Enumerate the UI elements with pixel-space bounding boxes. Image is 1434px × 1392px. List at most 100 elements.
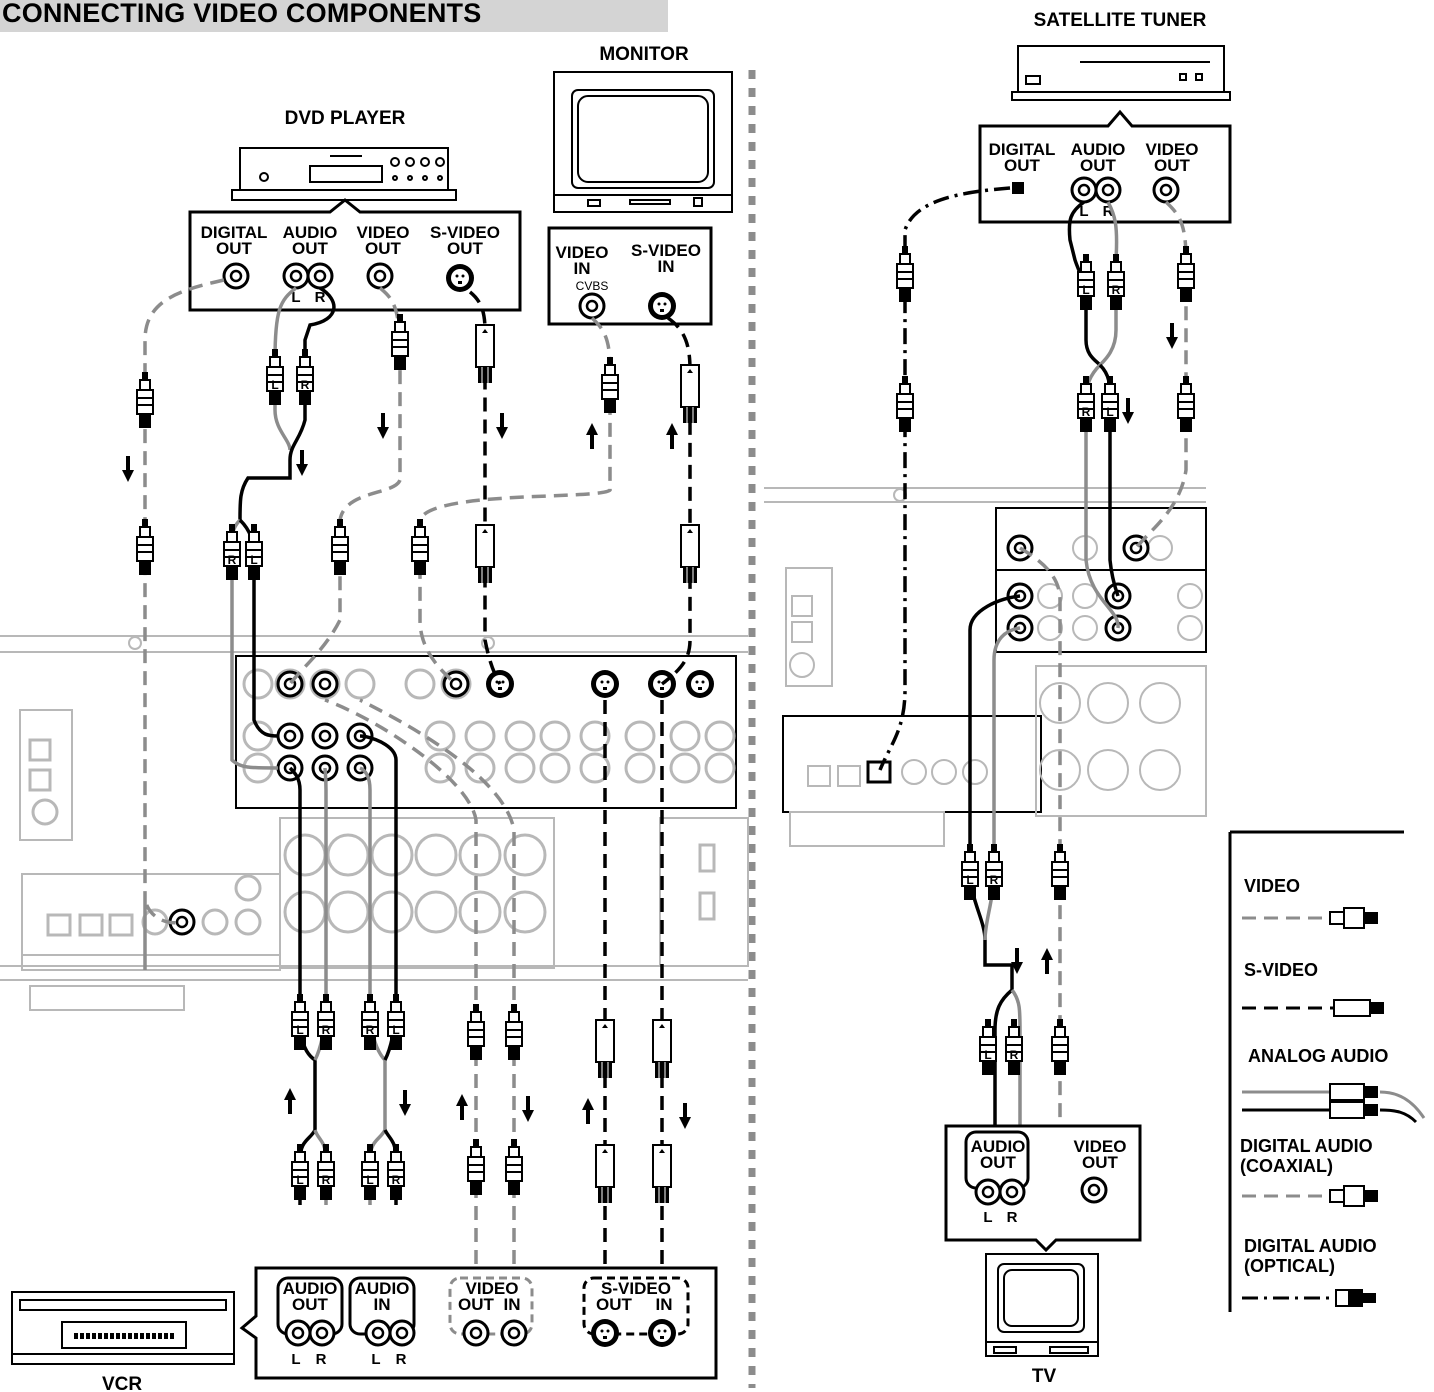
legend-svideo: S-VIDEO [1244, 960, 1318, 980]
svg-text:R: R [1010, 1048, 1019, 1062]
svg-text:DIGITAL: DIGITAL [989, 140, 1056, 159]
svg-text:OUT: OUT [365, 239, 402, 258]
dvd-player-device [231, 147, 457, 201]
tv-arrows [1011, 948, 1053, 974]
satellite-jacks [1012, 176, 1180, 204]
svg-text:L: L [271, 378, 278, 392]
svg-text:R: R [322, 1173, 331, 1187]
vcr-direction-arrows [284, 1088, 691, 1129]
svg-text:OUT: OUT [1082, 1153, 1119, 1172]
monitor-jack-labels: VIDEO IN CVBS S-VIDEO IN [556, 241, 701, 293]
svg-text:L: L [250, 553, 257, 567]
svg-text:R: R [228, 553, 237, 567]
dvd-jack-panel [188, 198, 522, 312]
legend-analog-audio: ANALOG AUDIO [1248, 1046, 1388, 1066]
svg-text:IN: IN [656, 1295, 673, 1314]
svg-text:L: L [966, 873, 973, 887]
svg-text:AUDIO: AUDIO [283, 223, 338, 242]
svg-text:L: L [392, 1023, 399, 1037]
receiver-active-jacks-right [866, 534, 1150, 784]
satellite-plugs: L R R L [896, 245, 1195, 433]
satellite-jack-labels: DIGITAL OUT AUDIO OUT VIDEO OUT L R [989, 140, 1199, 220]
dvd-plugs [136, 313, 700, 584]
svg-text:OUT: OUT [1080, 156, 1117, 175]
svg-text:IN: IN [504, 1295, 521, 1314]
svg-text:IN: IN [658, 257, 675, 276]
svg-text:OUT: OUT [447, 239, 484, 258]
satellite-cables [878, 186, 1188, 771]
svg-text:AUDIO: AUDIO [1071, 140, 1126, 159]
dvd-cables [143, 278, 692, 970]
svg-text:R: R [1082, 405, 1091, 419]
svg-text:R: R [1007, 1209, 1018, 1226]
svg-text:VIDEO: VIDEO [1146, 140, 1199, 159]
satellite-tuner-label: SATELLITE TUNER [1034, 10, 1207, 31]
svg-text:R: R [366, 1023, 375, 1037]
svg-text:VIDEO: VIDEO [466, 1279, 519, 1298]
legend-digital-coax-2: (COAXIAL) [1240, 1156, 1333, 1176]
tv-label: TV [1032, 1366, 1057, 1387]
monitor-label: MONITOR [599, 44, 689, 65]
svg-text:OUT: OUT [1004, 156, 1041, 175]
svg-text:R: R [990, 873, 999, 887]
svg-text:OUT: OUT [292, 1295, 329, 1314]
legend-digital-optical-2: (OPTICAL) [1244, 1256, 1335, 1276]
svg-text:R: R [301, 378, 310, 392]
svg-text:VIDEO: VIDEO [357, 223, 410, 242]
svg-text:R: R [322, 1023, 331, 1037]
svg-text:OUT: OUT [980, 1153, 1017, 1172]
tv-jack-panel [944, 1124, 1142, 1253]
svg-text:R: R [396, 1351, 407, 1368]
svg-text:S-VIDEO: S-VIDEO [631, 241, 701, 260]
svg-text:AUDIO: AUDIO [971, 1137, 1026, 1156]
vcr-jack-labels: AUDIO OUT AUDIO IN VIDEO OUT IN S-VIDEO … [283, 1279, 673, 1368]
page-title: CONNECTING VIDEO COMPONENTS [2, 0, 482, 28]
legend: VIDEO S-VIDEO ANALOG AUDIO DIGITAL AUDIO… [1228, 830, 1426, 1312]
monitor-jack-panel [547, 226, 713, 326]
vcr-plugs [291, 993, 672, 1204]
svg-text:L: L [296, 1173, 303, 1187]
receiver-jacks-left [28, 668, 736, 937]
svg-text:VIDEO: VIDEO [1074, 1137, 1127, 1156]
vcr-plug-letters: L R R L L R L R [296, 1023, 400, 1187]
svg-text:S-VIDEO: S-VIDEO [430, 223, 500, 242]
legend-digital-optical-1: DIGITAL AUDIO [1244, 1236, 1377, 1256]
svg-text:OUT: OUT [596, 1295, 633, 1314]
svg-text:R: R [1112, 283, 1121, 297]
svg-text:CVBS: CVBS [576, 279, 609, 293]
svg-text:L: L [371, 1351, 380, 1368]
svg-text:IN: IN [374, 1295, 391, 1314]
dvd-jack-labels: DIGITAL OUT AUDIO OUT VIDEO OUT S-VIDEO … [201, 223, 500, 306]
svg-text:S-VIDEO: S-VIDEO [601, 1279, 671, 1298]
legend-video: VIDEO [1244, 876, 1300, 896]
svg-text:R: R [315, 289, 326, 306]
monitor-video-in-jack [578, 292, 606, 320]
satellite-arrows [1122, 323, 1178, 424]
svg-text:L: L [1079, 203, 1088, 220]
svg-text:DIGITAL: DIGITAL [201, 223, 268, 242]
svg-text:L: L [983, 1209, 992, 1226]
dvd-player-label: DVD PLAYER [285, 108, 406, 129]
svg-text:OUT: OUT [292, 239, 329, 258]
satellite-tuner-device [1011, 45, 1231, 101]
svg-text:R: R [1103, 203, 1114, 220]
svg-text:L: L [1082, 283, 1089, 297]
svg-text:OUT: OUT [1154, 156, 1191, 175]
svg-text:R: R [392, 1173, 401, 1187]
svg-text:IN: IN [574, 259, 591, 278]
plug-letter-labels: L R R L [228, 378, 310, 567]
title-bar: CONNECTING VIDEO COMPONENTS [0, 0, 668, 32]
receiver-rear-panel-left [0, 635, 749, 1011]
receiver-rear-panel-right [764, 487, 1207, 847]
svg-text:L: L [984, 1048, 991, 1062]
svg-text:AUDIO: AUDIO [283, 1279, 338, 1298]
vcr-jack-groups [276, 1276, 690, 1336]
svg-text:OUT: OUT [458, 1295, 495, 1314]
monitor-device [553, 71, 733, 213]
svg-text:VIDEO: VIDEO [556, 243, 609, 262]
svg-text:L: L [296, 1023, 303, 1037]
tv-plugs: L R L R [961, 843, 1069, 1076]
vcr-label: VCR [102, 1374, 142, 1392]
svg-text:L: L [366, 1173, 373, 1187]
legend-digital-coax-1: DIGITAL AUDIO [1240, 1136, 1373, 1156]
